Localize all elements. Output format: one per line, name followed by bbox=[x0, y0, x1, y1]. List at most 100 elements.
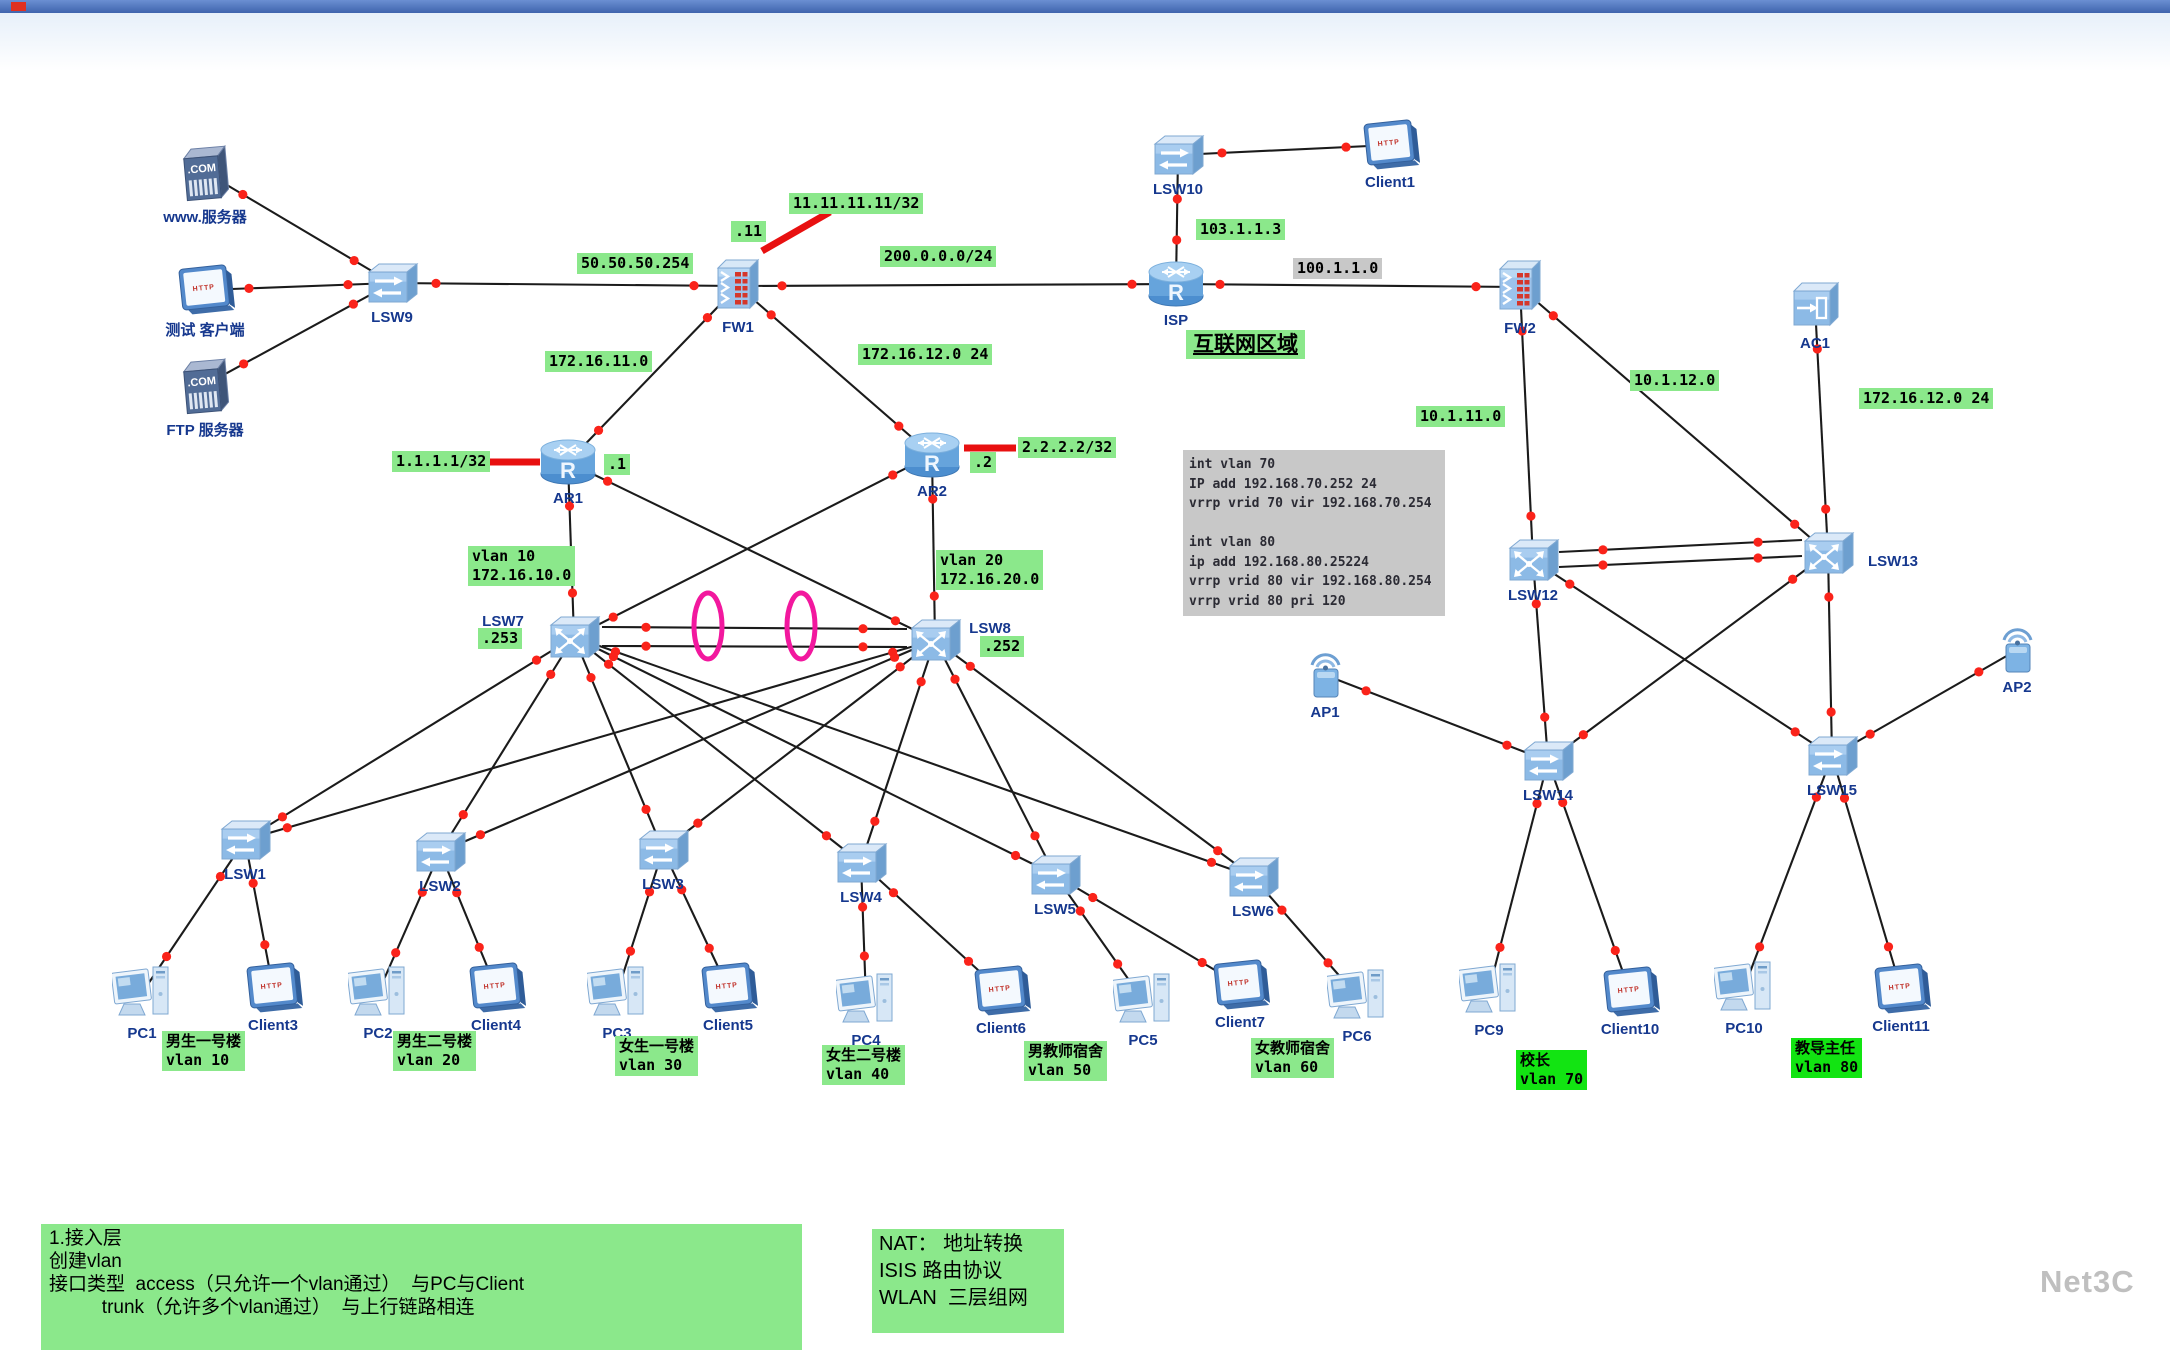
device-label-lsw3: LSW3 bbox=[642, 876, 684, 893]
device-ftp[interactable]: .COM bbox=[177, 354, 233, 421]
switch-icon bbox=[1523, 740, 1575, 782]
port-indicator-dot bbox=[1088, 892, 1098, 903]
device-label-lsw7: LSW7 bbox=[482, 613, 524, 630]
port-indicator-dot bbox=[475, 830, 486, 840]
device-lsw8[interactable] bbox=[907, 616, 963, 669]
device-pc10[interactable] bbox=[1712, 959, 1774, 1022]
device-fw1[interactable] bbox=[712, 256, 764, 321]
vrrp-config-note[interactable]: int vlan 70 IP add 192.168.70.252 24 vrr… bbox=[1183, 450, 1445, 616]
link-lsw12-lsw15 bbox=[1532, 559, 1833, 757]
router-icon: R bbox=[904, 432, 960, 478]
device-lsw15[interactable] bbox=[1804, 733, 1860, 784]
device-lsw6[interactable] bbox=[1225, 854, 1281, 905]
client-icon: HTTP bbox=[1363, 119, 1421, 170]
device-pc9[interactable] bbox=[1457, 961, 1519, 1024]
device-lsw5[interactable] bbox=[1027, 852, 1083, 903]
port-indicator-dot bbox=[602, 476, 613, 486]
device-isp[interactable]: R bbox=[1147, 259, 1205, 314]
device-client10[interactable]: HTTP bbox=[1599, 966, 1661, 1023]
port-indicator-dot bbox=[1517, 326, 1527, 336]
port-indicator-dot bbox=[895, 662, 905, 672]
nat-isis-wlan-note[interactable]: NAT： 地址转换 ISIS 路由协议 WLAN 三层组网 bbox=[872, 1229, 1064, 1333]
device-client7[interactable]: HTTP bbox=[1209, 959, 1271, 1016]
device-ar1[interactable]: R bbox=[539, 437, 597, 492]
device-label-lsw6: LSW6 bbox=[1232, 903, 1274, 920]
device-www[interactable]: .COM bbox=[177, 141, 233, 208]
link-lsw3-client5 bbox=[662, 849, 729, 989]
device-ar2[interactable]: R bbox=[903, 430, 961, 485]
loopback-marker bbox=[760, 208, 832, 255]
window-titlebar[interactable] bbox=[0, 0, 2170, 13]
link-fw2-lsw13 bbox=[1519, 286, 1829, 554]
annotation-label: 男生二号楼 vlan 20 bbox=[393, 1031, 477, 1071]
device-testc[interactable]: HTTP bbox=[174, 264, 236, 321]
port-indicator-dot bbox=[1540, 712, 1550, 722]
device-label-isp: ISP bbox=[1163, 312, 1189, 329]
svg-text:HTTP: HTTP bbox=[715, 982, 738, 991]
client-icon: HTTP bbox=[1603, 966, 1661, 1017]
device-pc5[interactable] bbox=[1111, 971, 1173, 1034]
port-indicator-dot bbox=[1548, 311, 1558, 321]
device-ap1[interactable] bbox=[1302, 649, 1348, 706]
annotation-label: 11.11.11.11/32 bbox=[789, 193, 924, 214]
device-pc4[interactable] bbox=[834, 971, 896, 1034]
device-ap2[interactable] bbox=[1994, 624, 2040, 681]
aggregation-switch-icon bbox=[1508, 538, 1560, 582]
device-client5[interactable]: HTTP bbox=[697, 962, 759, 1019]
port-indicator-dot bbox=[1471, 282, 1481, 292]
device-lsw9[interactable] bbox=[364, 260, 420, 311]
wireless-controller-icon bbox=[1792, 281, 1840, 327]
device-client3[interactable]: HTTP bbox=[242, 962, 304, 1019]
port-indicator-dot bbox=[452, 888, 462, 898]
port-indicator-dot bbox=[1790, 519, 1800, 529]
svg-text:HTTP: HTTP bbox=[1377, 139, 1400, 148]
device-client4[interactable]: HTTP bbox=[465, 962, 527, 1019]
port-indicator-dot bbox=[1531, 599, 1541, 609]
switch-icon bbox=[367, 262, 419, 304]
device-fw2[interactable] bbox=[1494, 257, 1546, 322]
aggregation-switch-icon bbox=[549, 615, 601, 659]
annotation-label: .252 bbox=[980, 636, 1025, 657]
link-lsw12-lsw13 bbox=[1558, 538, 1803, 554]
access-layer-note[interactable]: 1.接入层 创建vlan 接口类型 access（只允许一个vlan通过） 与P… bbox=[41, 1224, 802, 1350]
link-lsw3-pc3 bbox=[616, 849, 664, 994]
device-lsw1[interactable] bbox=[217, 817, 273, 868]
device-label-client3: Client3 bbox=[247, 1017, 299, 1034]
link-fw1-isp bbox=[737, 282, 1177, 288]
device-lsw10[interactable] bbox=[1150, 132, 1206, 183]
device-pc3[interactable] bbox=[585, 964, 647, 1027]
device-client11[interactable]: HTTP bbox=[1870, 963, 1932, 1020]
link-lsw8-lsw3 bbox=[662, 639, 936, 851]
device-label-www: www.服务器 bbox=[163, 209, 247, 226]
device-lsw12[interactable] bbox=[1505, 536, 1561, 589]
svg-text:HTTP: HTTP bbox=[260, 982, 283, 991]
link-testc-lsw9 bbox=[204, 281, 393, 292]
device-ac1[interactable] bbox=[1789, 278, 1841, 337]
device-lsw2[interactable] bbox=[412, 829, 468, 880]
device-pc2[interactable] bbox=[346, 964, 408, 1027]
device-pc6[interactable] bbox=[1325, 967, 1387, 1030]
link-lsw7-lsw8 bbox=[601, 644, 908, 649]
port-indicator-dot bbox=[1812, 344, 1822, 354]
device-label-lsw8: LSW8 bbox=[969, 620, 1011, 637]
device-lsw7[interactable] bbox=[546, 613, 602, 666]
device-label-lsw14: LSW14 bbox=[1522, 787, 1574, 804]
eth-trunk-ring bbox=[784, 590, 818, 662]
port-indicator-dot bbox=[277, 812, 288, 822]
port-indicator-dot bbox=[1361, 686, 1371, 696]
device-lsw13[interactable] bbox=[1800, 529, 1856, 582]
port-indicator-dot bbox=[531, 655, 542, 665]
link-lsw12-lsw14 bbox=[1531, 559, 1550, 762]
device-pc1[interactable] bbox=[110, 964, 172, 1027]
access-point-icon bbox=[1310, 653, 1341, 698]
device-lsw14[interactable] bbox=[1520, 738, 1576, 789]
port-indicator-dot bbox=[1974, 667, 1984, 677]
device-label-client1: Client1 bbox=[1364, 174, 1416, 191]
device-client1[interactable]: HTTP bbox=[1359, 119, 1421, 176]
port-indicator-dot bbox=[1197, 957, 1207, 968]
device-lsw3[interactable] bbox=[635, 827, 691, 878]
annotation-label: 教导主任 vlan 80 bbox=[1791, 1038, 1863, 1078]
device-client6[interactable]: HTTP bbox=[970, 965, 1032, 1022]
device-lsw4[interactable] bbox=[833, 840, 889, 891]
